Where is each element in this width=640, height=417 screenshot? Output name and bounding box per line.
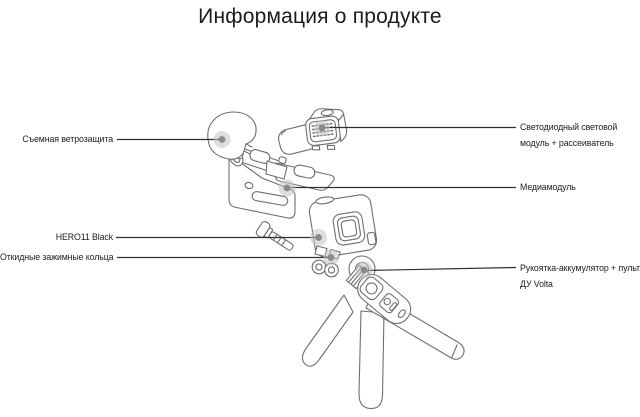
label-volta-line2: ДУ Volta bbox=[520, 279, 553, 289]
volta-grip-icon bbox=[345, 264, 412, 325]
leader-line-volta-grip bbox=[364, 266, 517, 272]
label-media-mod-text: Медиамодуль bbox=[520, 182, 576, 192]
hero11-camera-icon bbox=[308, 194, 378, 258]
label-media-mod: Медиамодуль bbox=[520, 179, 640, 195]
label-windscreen-text: Съемная ветрозащита bbox=[22, 134, 113, 144]
label-led-line2: модуль + рассеиватель bbox=[520, 138, 614, 148]
leader-lines bbox=[116, 126, 517, 272]
label-led-line1: Светодиодный световой bbox=[520, 122, 618, 132]
label-led-light-mod: Светодиодный световой модуль + рассеиват… bbox=[520, 119, 640, 151]
label-volta-grip: Рукоятка-аккумулятор + пульт ДУ Volta bbox=[520, 260, 640, 292]
thumbscrew-icon bbox=[255, 220, 294, 251]
callout-dot-hero11 bbox=[310, 229, 327, 246]
callout-dot-clamp-rings bbox=[323, 249, 339, 266]
label-volta-line1: Рукоятка-аккумулятор + пульт bbox=[520, 263, 640, 273]
page-title: Информация о продукте bbox=[198, 5, 442, 28]
label-hero11-text: HERO11 Black bbox=[55, 232, 113, 242]
callout-dot-windscreen bbox=[213, 131, 231, 148]
callout-dot-led-mod bbox=[314, 120, 330, 136]
label-clamp-rings-text: Откидные зажимные кольца bbox=[0, 252, 114, 262]
led-light-mod-icon bbox=[305, 108, 348, 151]
callout-dots bbox=[213, 120, 373, 279]
label-clamp-rings: Откидные зажимные кольца bbox=[0, 251, 114, 263]
label-windscreen: Съемная ветрозащита bbox=[0, 133, 113, 145]
label-hero11-black: HERO11 Black bbox=[0, 231, 113, 243]
callout-dot-media-mod bbox=[278, 179, 296, 197]
callout-dot-volta-grip bbox=[355, 261, 373, 279]
